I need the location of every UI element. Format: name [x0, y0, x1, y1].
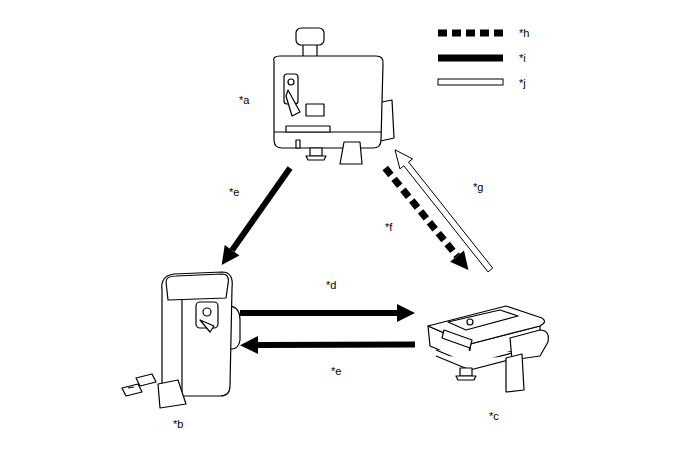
seat-position: *b [118, 265, 240, 432]
hollow-arrow [395, 150, 493, 272]
solid-arrow [240, 304, 415, 322]
callout-label: *b [172, 418, 184, 431]
arrow-shaft [258, 341, 415, 348]
legend-label: *h [518, 27, 530, 40]
arrowhead [397, 304, 415, 322]
arrowhead [240, 336, 258, 354]
solid-arrow [222, 168, 290, 265]
seat-flat [428, 306, 548, 392]
callout-label: *a [238, 94, 250, 107]
arrow-label: *e [330, 365, 342, 378]
legend-label: *j [518, 77, 527, 90]
hollow-arrow-body [395, 150, 493, 272]
arrow-label: *e [228, 186, 240, 199]
arrowhead [222, 245, 240, 265]
seat-tumbled [122, 272, 240, 408]
arrow-shaft [232, 168, 290, 250]
solid-arrow [240, 336, 415, 354]
seat-position: *a [232, 28, 395, 168]
arrow-label: *d [325, 279, 337, 292]
legend-label: *i [518, 52, 527, 65]
legend-solid-sample [438, 55, 503, 62]
arrow-label: *g [472, 181, 484, 194]
arrowhead [450, 250, 468, 270]
legend-dashed-sample [438, 30, 503, 37]
legend-hollow-sample [438, 79, 503, 85]
seat-position: *c [415, 270, 552, 422]
callout-label: *c [488, 410, 500, 423]
arrow-shaft [240, 310, 397, 316]
seat-upright [274, 28, 394, 164]
dashed-arrow [385, 168, 468, 270]
arrow-label: *f [384, 221, 393, 234]
